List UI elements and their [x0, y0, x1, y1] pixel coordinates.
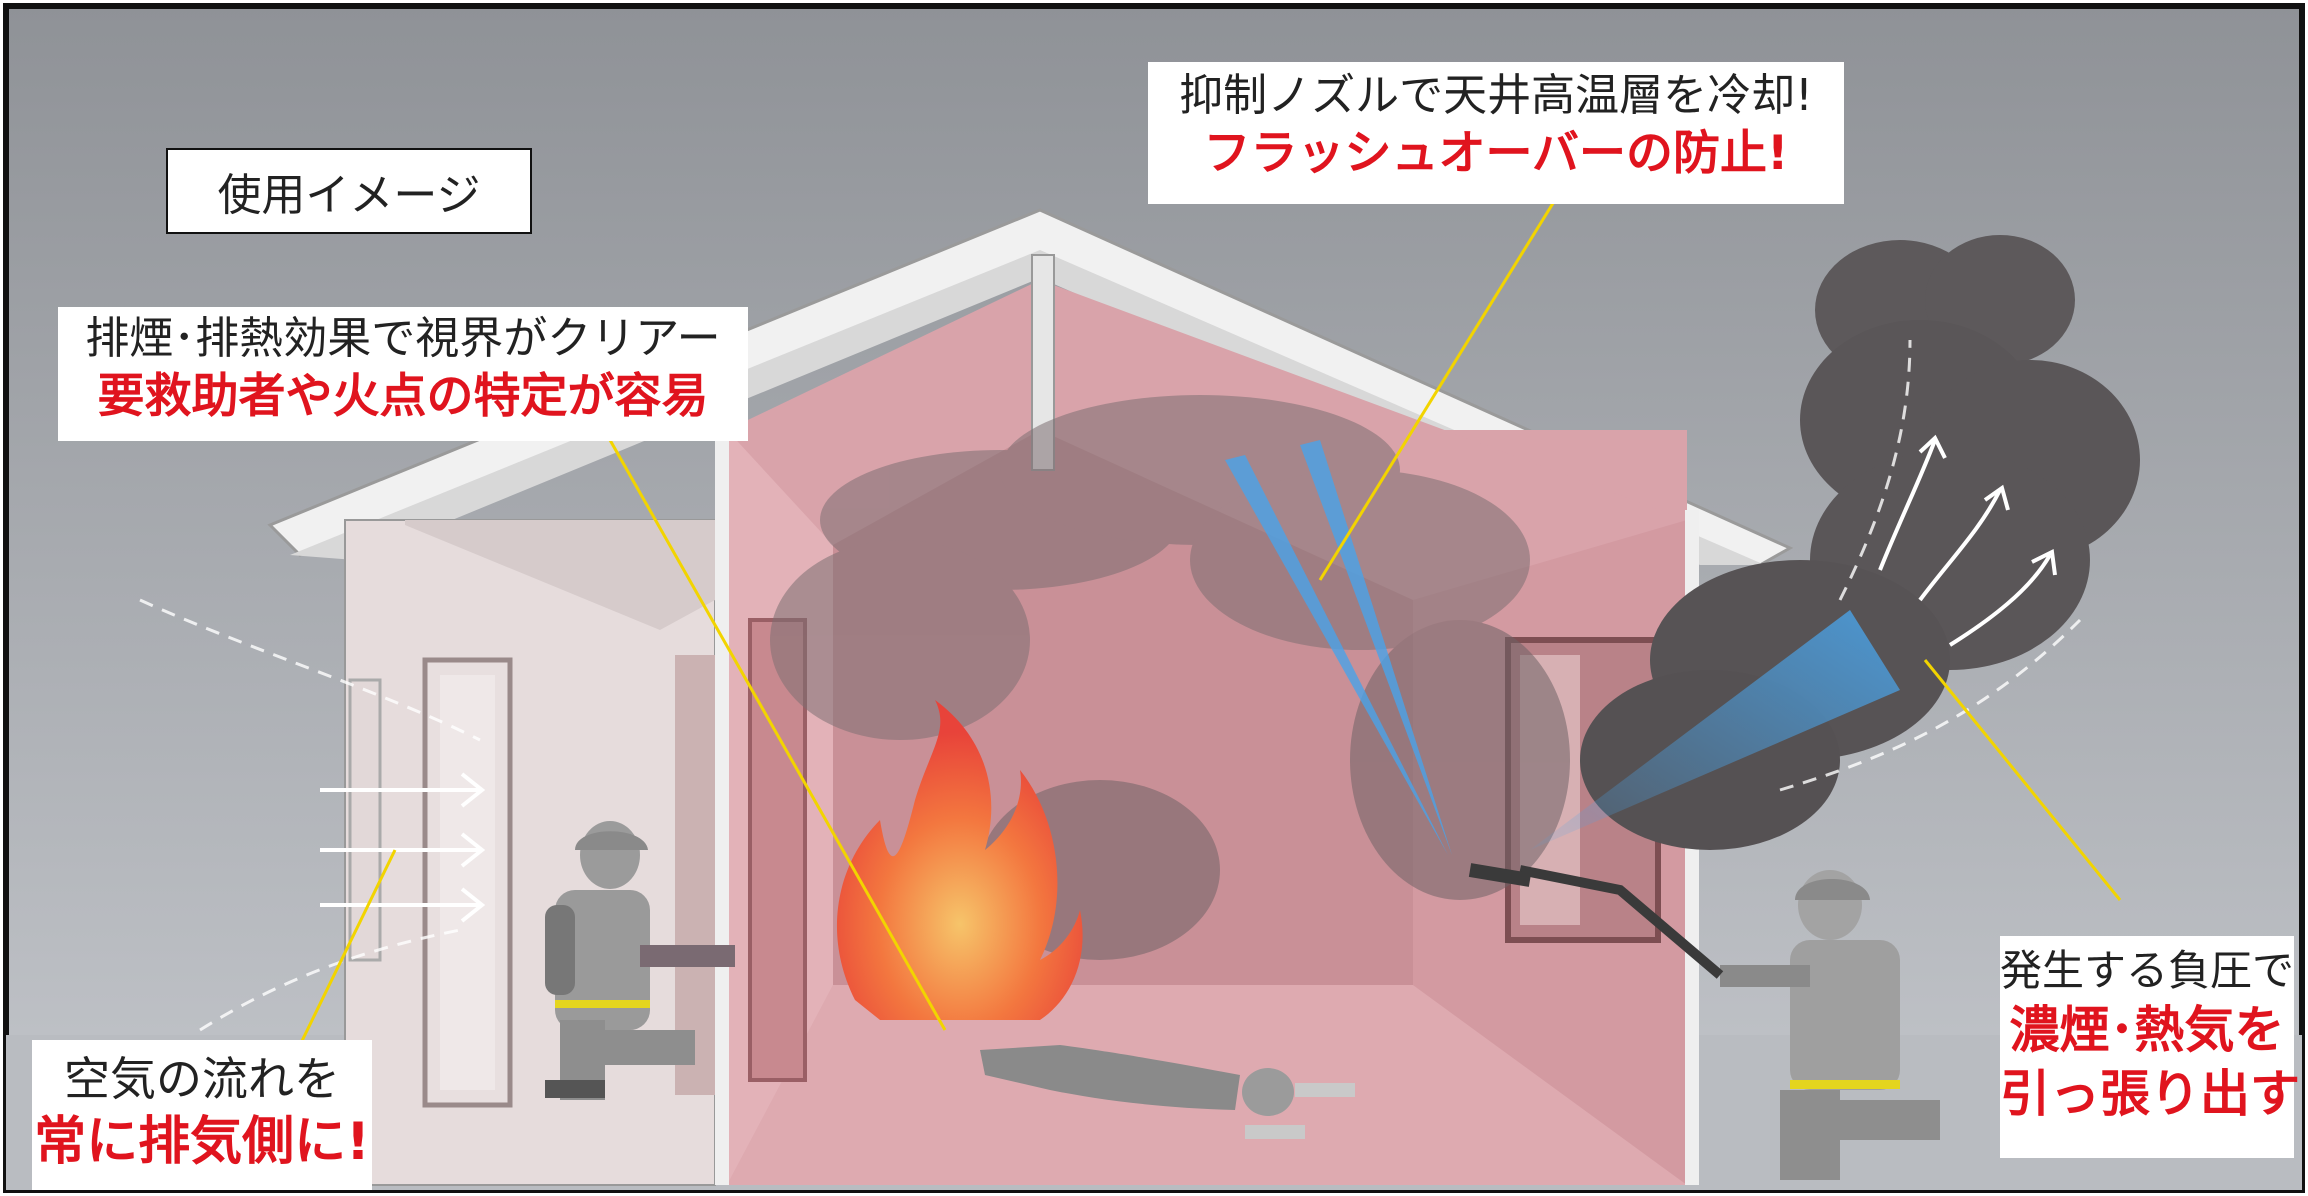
left-room	[344, 519, 716, 1186]
victim-icon	[980, 1045, 1355, 1139]
leader-lines	[298, 199, 2122, 1046]
firefighter-icon	[1468, 863, 1940, 1180]
callout-cooling-line1: 抑制ノズルで天井高温層を冷却!	[1179, 70, 1813, 121]
airflow-dashed-lines	[139, 339, 2082, 1032]
water-spray-icon	[1225, 440, 1900, 855]
callout-airflow-line2: 常に排気側に!	[34, 1111, 370, 1172]
callout-negative-pressure: 発生する負圧で 濃煙･熱気を 引っ張り出す	[2000, 936, 2300, 1158]
callout-negative-pressure-line1: 発生する負圧で	[2000, 946, 2295, 995]
callout-negative-pressure-line3: 引っ張り出す	[2000, 1064, 2300, 1123]
callout-negative-pressure-line2: 濃煙･熱気を	[2009, 1000, 2285, 1059]
callout-visibility: 排煙･排熱効果で視界がクリアー 要救助者や火点の特定が容易	[58, 307, 748, 441]
callout-airflow: 空気の流れを 常に排気側に!	[32, 1040, 372, 1190]
callout-visibility-line2: 要救助者や火点の特定が容易	[97, 369, 709, 425]
flame-icon	[836, 700, 1083, 1020]
callout-airflow-line1: 空気の流れを	[64, 1052, 340, 1106]
callout-cooling-line2: フラッシュオーバーの防止!	[1203, 126, 1789, 182]
image-label: 使用イメージ	[166, 148, 532, 234]
nozzle-icon	[1519, 865, 1724, 979]
firefighter-icon	[545, 821, 735, 1100]
callout-cooling: 抑制ノズルで天井高温層を冷却! フラッシュオーバーの防止!	[1148, 62, 1844, 204]
airflow-arrow-icon	[320, 434, 2057, 923]
callout-visibility-line1: 排煙･排熱効果で視界がクリアー	[85, 313, 721, 364]
